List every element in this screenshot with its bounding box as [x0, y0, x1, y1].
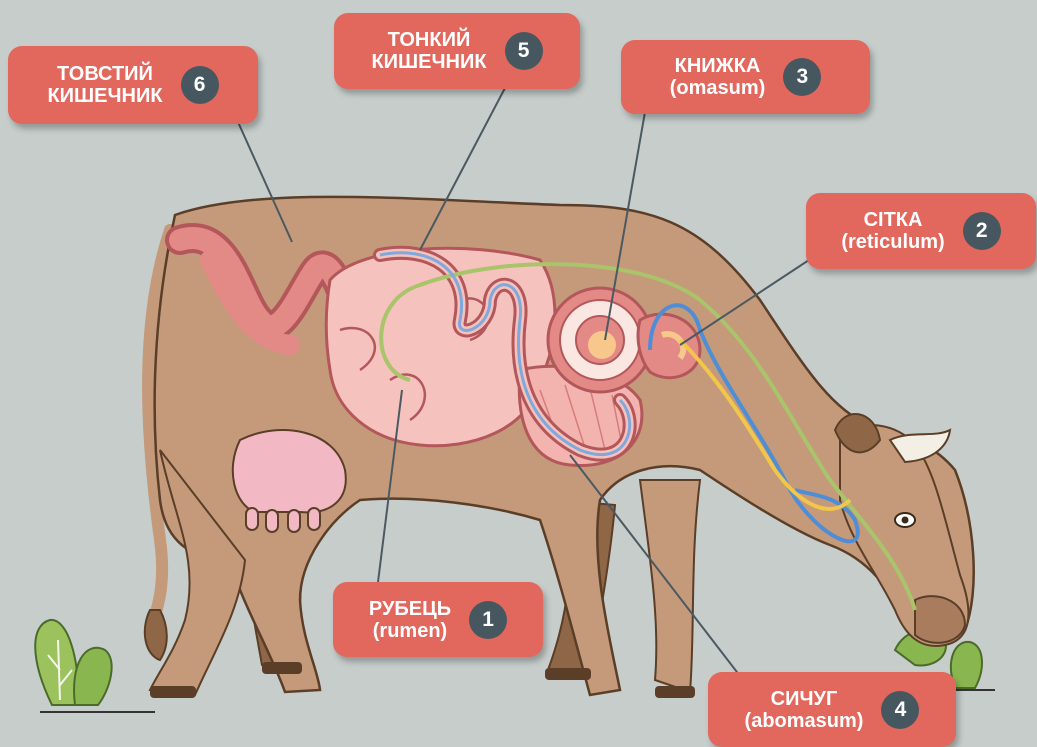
callout-label-line2: КИШЕЧНИК [47, 85, 162, 107]
callout-label-line1: ТОНКИЙ [371, 29, 486, 51]
callout-number-badge: 5 [505, 32, 543, 70]
callout-number-badge: 1 [469, 601, 507, 639]
callout-label-line1: СІТКА [841, 209, 944, 231]
callout-reticulum: СІТКА (reticulum) 2 [806, 193, 1036, 269]
callout-label-line2: (rumen) [369, 620, 451, 642]
callout-label-line2: (abomasum) [745, 710, 864, 732]
leader-line-5 [420, 88, 505, 250]
callout-number-badge: 3 [783, 58, 821, 96]
callout-label-line1: СИЧУГ [745, 688, 864, 710]
callout-number-badge: 2 [963, 212, 1001, 250]
callout-small-intestine: ТОНКИЙ КИШЕЧНИК 5 [334, 13, 580, 89]
leader-line-2 [680, 258, 812, 345]
leader-line-1 [378, 390, 402, 582]
leader-line-6 [238, 122, 292, 242]
callout-large-intestine: ТОВСТИЙ КИШЕЧНИК 6 [8, 46, 258, 124]
callout-label-line2: (omasum) [670, 77, 766, 99]
callout-rumen: РУБЕЦЬ (rumen) 1 [333, 582, 543, 657]
callout-label-line2: КИШЕЧНИК [371, 51, 486, 73]
callout-label-line1: РУБЕЦЬ [369, 598, 451, 620]
callout-label-line1: КНИЖКА [670, 55, 766, 77]
callout-label-line1: ТОВСТИЙ [47, 63, 162, 85]
leader-line-4 [570, 455, 740, 676]
leader-line-3 [605, 112, 645, 340]
callout-number-badge: 6 [181, 66, 219, 104]
callout-label-line2: (reticulum) [841, 231, 944, 253]
callout-omasum: КНИЖКА (omasum) 3 [621, 40, 870, 114]
callout-abomasum: СИЧУГ (abomasum) 4 [708, 672, 956, 747]
callout-number-badge: 4 [881, 691, 919, 729]
